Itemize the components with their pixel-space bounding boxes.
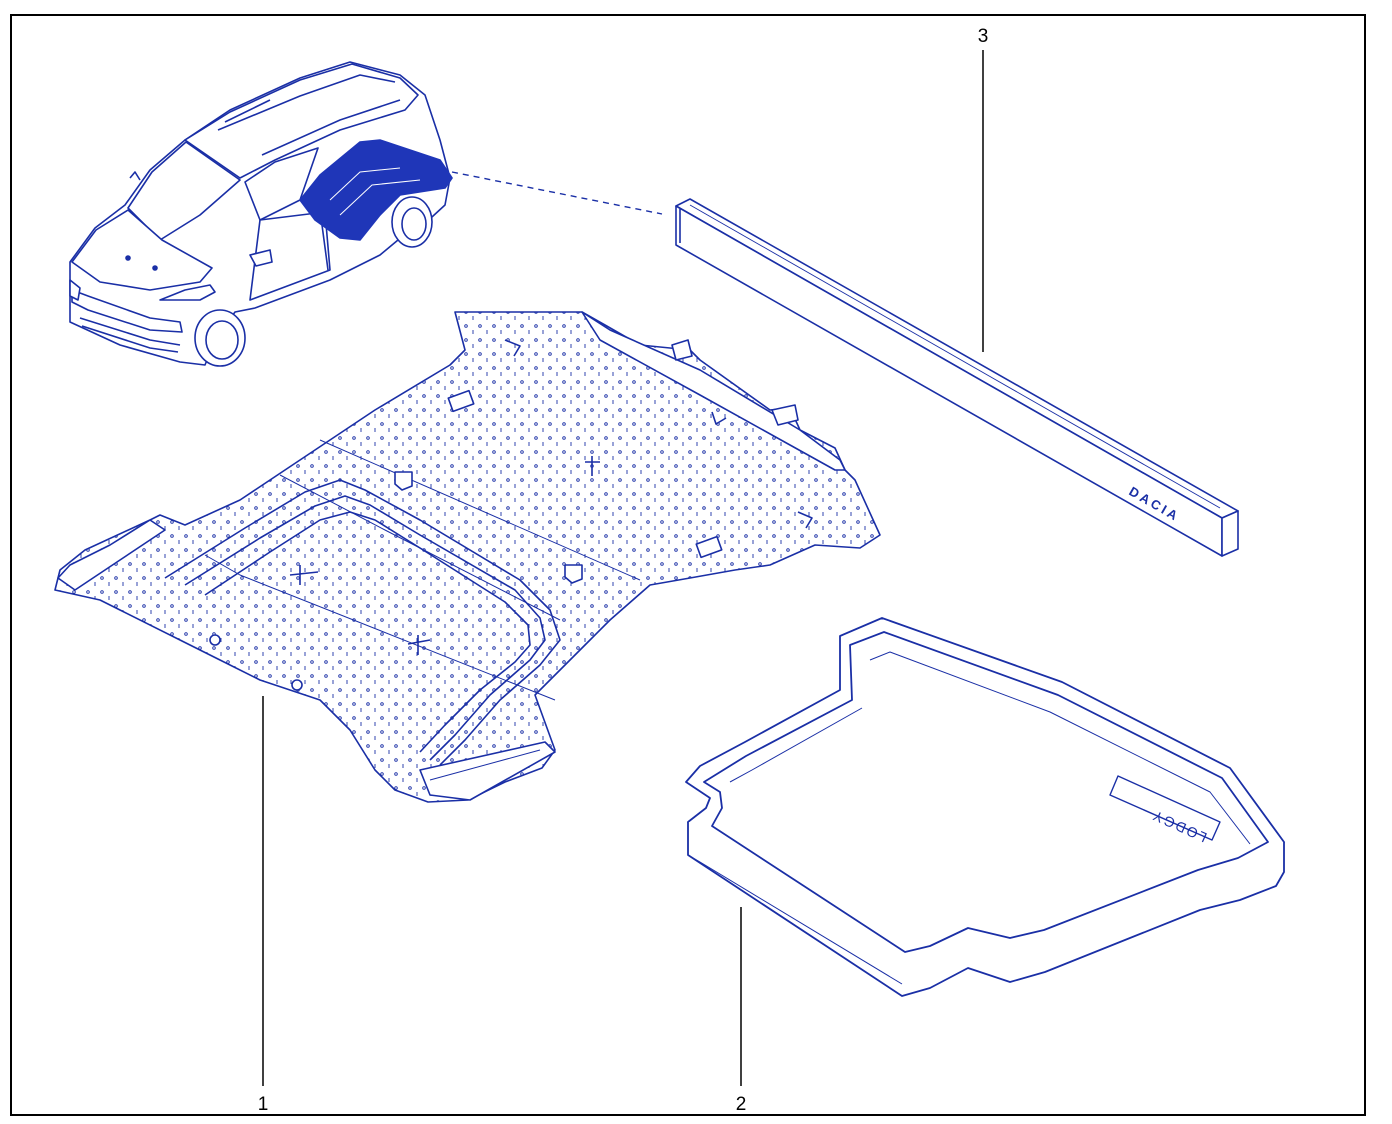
pointer-dashed-line — [451, 171, 663, 215]
car-icon — [69, 61, 453, 367]
callout-2: 2 — [736, 1094, 747, 1115]
boot-tray-icon: LODGY — [685, 617, 1285, 997]
protective-bar-icon: DACIA — [675, 198, 1239, 557]
callout-3: 3 — [978, 26, 989, 47]
floor-liner-icon — [54, 311, 881, 803]
callout-1: 1 — [258, 1094, 269, 1115]
